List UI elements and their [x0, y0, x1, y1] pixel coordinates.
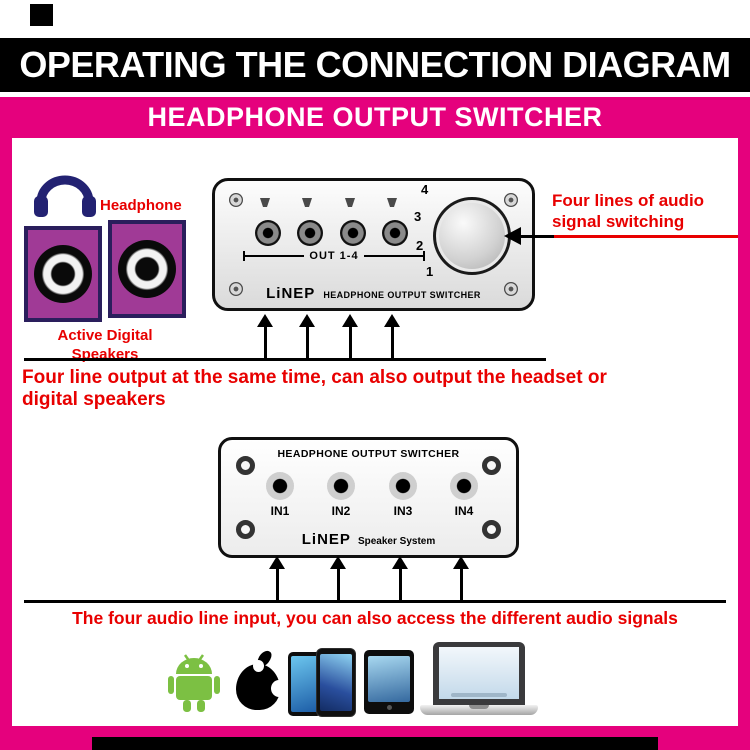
plug-symbol-icon [302, 198, 312, 207]
device-brand-row: LiNEP Speaker System [221, 531, 516, 548]
plug-symbol-icon [260, 198, 270, 207]
frame-border-left [0, 138, 12, 750]
speaker-cone-icon [34, 245, 92, 303]
device-model-label: HEADPHONE OUTPUT SWITCHER [323, 290, 481, 300]
signal-arrow-up [257, 314, 273, 360]
cable-line-bottom [24, 600, 726, 603]
signal-arrow-up [330, 556, 346, 602]
apple-bite [271, 680, 287, 697]
brand-logo: LiNEP [266, 285, 316, 302]
subtitle-bar: HEADPHONE OUTPUT SWITCHER [0, 97, 750, 138]
output-jack-1 [255, 220, 281, 246]
brand-suffix-label: Speaker System [357, 536, 436, 547]
device-brand-row: LiNEP HEADPHONE OUTPUT SWITCHER [215, 285, 532, 302]
tablet-screen [368, 656, 410, 702]
headphone-icon [32, 166, 98, 222]
knob-position-2: 2 [416, 238, 424, 253]
screw-icon [482, 456, 501, 475]
output-jack-4 [382, 220, 408, 246]
input-label-4: IN4 [454, 504, 474, 518]
corner-decoration [30, 4, 53, 26]
input-label-1: IN1 [270, 504, 290, 518]
screw-icon [482, 520, 501, 539]
apple-dimple [253, 660, 264, 672]
laptop-base [420, 705, 538, 715]
bracket-line [245, 255, 305, 257]
bracket-tick [423, 251, 425, 261]
switcher-device-top: OUT 1-4 4 3 2 1 LiNEP HEADPHONE OUTPUT S… [212, 178, 535, 311]
tablet-icon [364, 650, 414, 714]
output-jack-3 [340, 220, 366, 246]
input-caption: The four audio line input, you can also … [72, 608, 678, 628]
knob-position-1: 1 [426, 264, 434, 279]
switcher-device-bottom: HEADPHONE OUTPUT SWITCHER IN1 IN2 IN3 IN… [218, 437, 519, 558]
page-title: OPERATING THE CONNECTION DIAGRAM [19, 44, 731, 85]
smartphone-screen [291, 656, 319, 712]
bottom-black-bar [92, 737, 658, 750]
bracket-line [363, 255, 423, 257]
tablet-home-button [386, 705, 392, 710]
screw-icon [229, 193, 243, 207]
laptop-notch [469, 705, 489, 709]
annotation-arrow [520, 235, 554, 238]
annotation-underline [552, 235, 738, 238]
knob-position-4: 4 [421, 182, 429, 197]
smartphone-screen [320, 654, 352, 711]
signal-arrow-up [342, 314, 358, 360]
input-jack-3 [389, 472, 417, 500]
screw-icon [229, 282, 243, 296]
input-label-2: IN2 [331, 504, 351, 518]
input-jack-2 [327, 472, 355, 500]
output-caption: Four line output at the same time, can a… [22, 367, 607, 410]
selector-knob [433, 197, 511, 275]
laptop-dock [451, 693, 507, 697]
cable-line-top [24, 358, 546, 361]
screw-icon [236, 520, 255, 539]
knob-position-3: 3 [414, 209, 422, 224]
speaker-left [24, 226, 102, 322]
speaker-cone-icon [118, 240, 176, 298]
laptop-screen-bezel [433, 642, 525, 706]
bracket-tick [243, 251, 245, 261]
screw-icon [504, 193, 518, 207]
signal-arrow-up [453, 556, 469, 602]
macbook-icon [420, 642, 538, 718]
android-icon [166, 650, 222, 714]
frame-border-right [738, 138, 750, 750]
headphone-label: Headphone [100, 197, 182, 214]
signal-arrow-up [299, 314, 315, 360]
page-subtitle: HEADPHONE OUTPUT SWITCHER [147, 102, 603, 132]
smartphones-icon [288, 646, 360, 718]
output-jack-2 [297, 220, 323, 246]
knob-annotation: Four lines of audio signal switching [552, 191, 705, 232]
plug-symbol-icon [345, 198, 355, 207]
laptop-display [439, 647, 519, 699]
out-range-bracket: OUT 1-4 [243, 249, 425, 263]
device-title: HEADPHONE OUTPUT SWITCHER [277, 448, 460, 460]
signal-arrow-up [384, 314, 400, 360]
signal-arrow-up [269, 556, 285, 602]
annotation-arrow-head-icon [504, 227, 521, 245]
signal-arrow-up [392, 556, 408, 602]
plug-symbol-icon [387, 198, 397, 207]
apple-icon [236, 648, 287, 712]
input-label-3: IN3 [393, 504, 413, 518]
main-title-bar: OPERATING THE CONNECTION DIAGRAM [0, 38, 750, 92]
screw-icon [236, 456, 255, 475]
smartphone-front [316, 648, 356, 717]
input-jack-4 [450, 472, 478, 500]
speaker-right [108, 220, 186, 318]
out-range-label: OUT 1-4 [309, 250, 359, 262]
screw-icon [504, 282, 518, 296]
input-jack-1 [266, 472, 294, 500]
brand-logo: LiNEP [301, 531, 351, 548]
